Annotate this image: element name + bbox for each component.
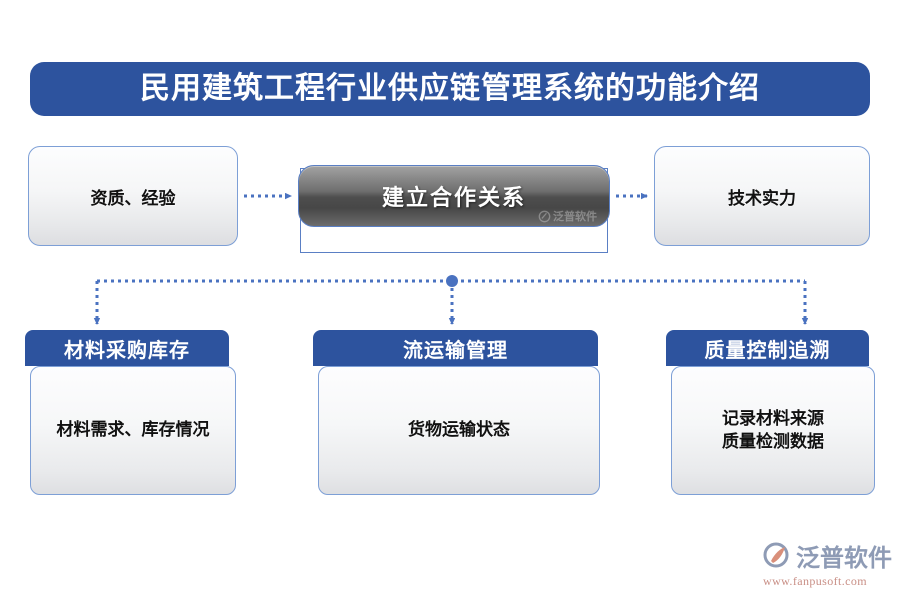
node-qualification-label: 资质、经验 — [90, 188, 176, 208]
card-quality-body: 记录材料来源 质量检测数据 — [671, 366, 875, 495]
card-transport-body: 货物运输状态 — [318, 366, 600, 495]
company-logo: 泛普软件 www.fanpusoft.com — [762, 538, 892, 588]
page-title: 民用建筑工程行业供应链管理系统的功能介绍 — [140, 72, 760, 105]
logo-website-url: www.fanpusoft.com — [763, 573, 868, 588]
fanpu-logo-icon — [538, 210, 551, 222]
card-quality-traceability[interactable]: 质量控制追溯 记录材料来源 质量检测数据 — [663, 330, 875, 495]
logo-company-name: 泛普软件 — [796, 544, 892, 572]
card-material-header-text: 材料采购库存 — [64, 339, 190, 362]
card-material-line-1: 材料需求、库存情况 — [56, 420, 210, 440]
fanpu-mark-icon — [763, 542, 789, 568]
card-quality-header-text: 质量控制追溯 — [704, 339, 831, 362]
node-partnership-label: 建立合作关系 — [381, 185, 526, 210]
card-material-body: 材料需求、库存情况 — [30, 366, 236, 495]
connector-junction-dot — [446, 275, 458, 287]
card-quality-line-2: 质量检测数据 — [722, 431, 824, 451]
node-establish-partnership[interactable]: 建立合作关系 泛普软件 — [298, 165, 610, 227]
pill-watermark: 泛普软件 — [538, 208, 597, 224]
logo-row: 泛普软件 — [762, 538, 892, 573]
card-quality-line-1: 记录材料来源 — [722, 408, 824, 428]
card-transport-header-text: 流运输管理 — [403, 339, 508, 362]
title-banner: 民用建筑工程行业供应链管理系统的功能介绍 — [30, 62, 870, 116]
node-qualification-experience[interactable]: 资质、经验 — [28, 146, 238, 246]
card-quality-header: 质量控制追溯 — [666, 330, 869, 366]
card-logistics-transport[interactable]: 流运输管理 货物运输状态 — [310, 330, 600, 495]
pill-watermark-text: 泛普软件 — [553, 211, 597, 223]
node-tech-label: 技术实力 — [728, 188, 796, 208]
card-transport-header: 流运输管理 — [313, 330, 598, 366]
node-technical-strength[interactable]: 技术实力 — [654, 146, 870, 246]
card-transport-line-1: 货物运输状态 — [408, 420, 510, 440]
card-material-procurement[interactable]: 材料采购库存 材料需求、库存情况 — [22, 330, 240, 495]
card-material-header: 材料采购库存 — [25, 330, 229, 366]
